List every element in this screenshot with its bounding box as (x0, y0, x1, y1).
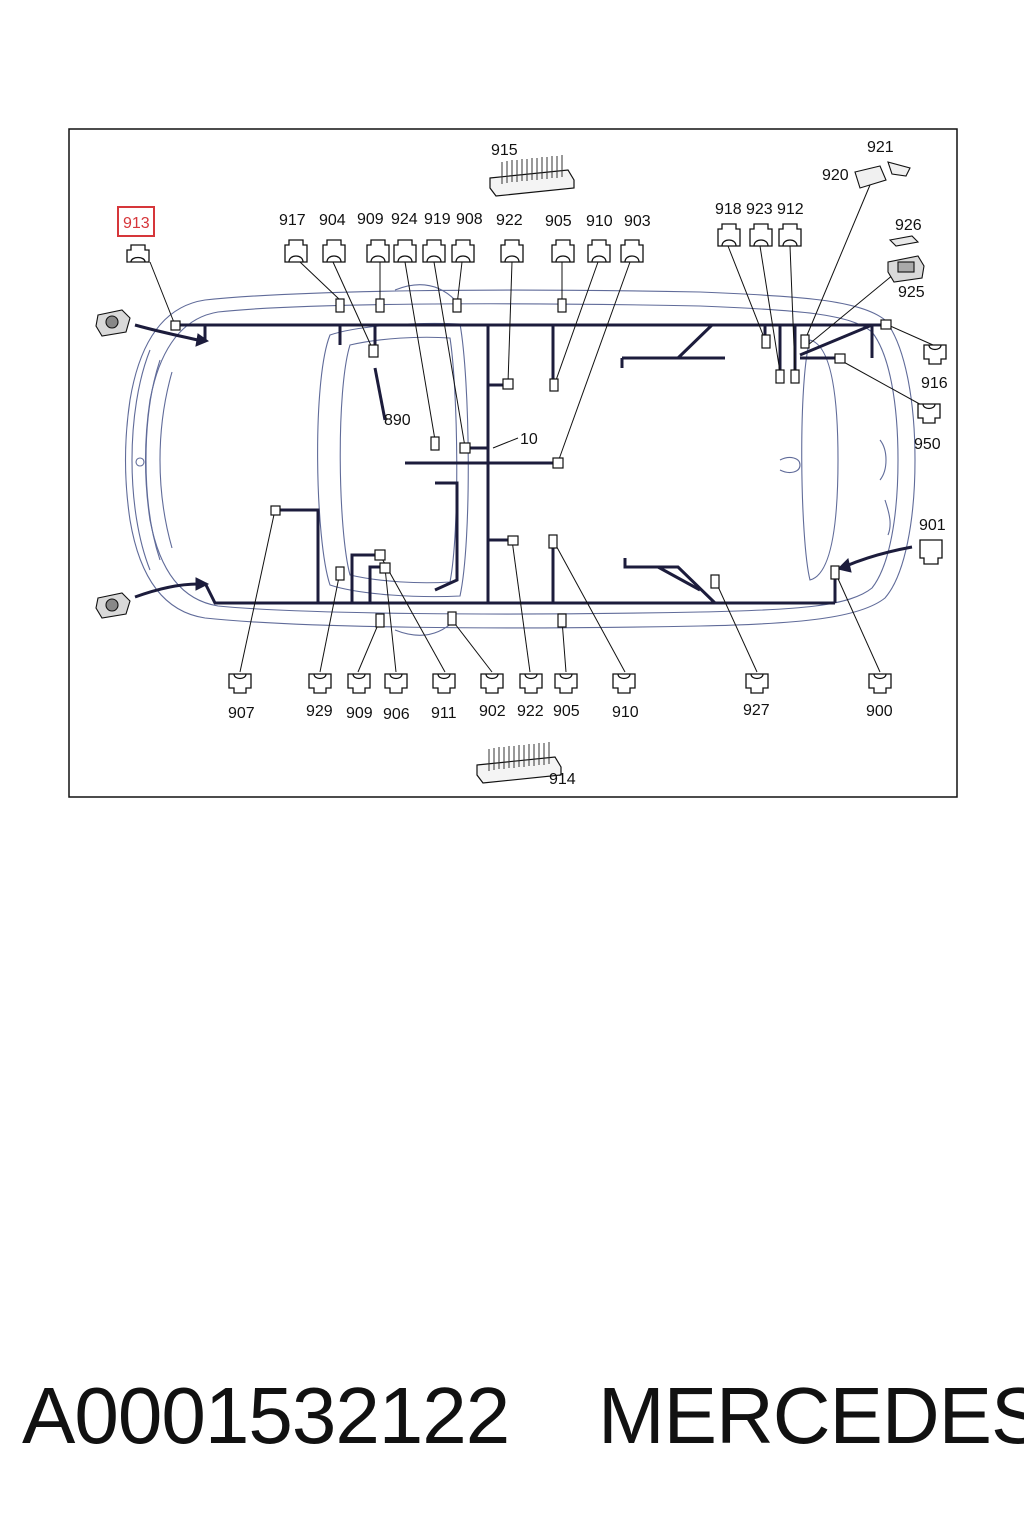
component-920-921 (854, 161, 911, 189)
label-901: 901 (919, 517, 946, 534)
label-903: 903 (624, 213, 651, 230)
component-926 (888, 235, 920, 247)
right-plug-icons (917, 344, 947, 565)
label-925: 925 (898, 284, 925, 301)
footer: A0001532122 MERCEDES (0, 1370, 1024, 1480)
label-900: 900 (866, 703, 893, 720)
label-913: 913 (123, 215, 150, 232)
label-922: 922 (496, 212, 523, 229)
label-905: 905 (545, 213, 572, 230)
label-904: 904 (319, 212, 346, 229)
label-909: 909 (357, 211, 384, 228)
label-922-bottom: 922 (517, 703, 544, 720)
label-929: 929 (306, 703, 333, 720)
label-924: 924 (391, 211, 418, 228)
bottom-plug-icons (228, 673, 892, 694)
label-920: 920 (822, 167, 849, 184)
label-910: 910 (586, 213, 613, 230)
harness-wires (175, 323, 885, 605)
label-919: 919 (424, 211, 451, 228)
sensor-front-left (95, 309, 131, 337)
label-914: 914 (549, 771, 576, 788)
label-915: 915 (491, 142, 518, 159)
connection-points (170, 298, 892, 628)
top-plug-icons (126, 223, 802, 263)
part-number: A0001532122 (22, 1371, 510, 1460)
wiring-harness-diagram: 913 917 904 909 924 919 908 922 905 910 … (68, 128, 958, 798)
top-labels: 913 917 904 909 924 919 908 922 905 910 … (123, 201, 804, 232)
label-10: 10 (520, 431, 538, 448)
label-917: 917 (279, 212, 306, 229)
connector-block-914 (476, 742, 562, 784)
label-927: 927 (743, 702, 770, 719)
label-906: 906 (383, 706, 410, 723)
diagram-frame (68, 128, 958, 798)
label-890: 890 (384, 412, 411, 429)
label-910-bottom: 910 (612, 704, 639, 721)
brand-name: MERCEDES (598, 1371, 1024, 1460)
label-912: 912 (777, 201, 804, 218)
bottom-labels: 907 929 909 906 911 902 922 905 910 927 … (228, 702, 893, 723)
label-926: 926 (895, 217, 922, 234)
sensor-rear-left (95, 592, 131, 619)
connector-block-915 (489, 155, 575, 197)
highlight-box-913 (117, 206, 155, 237)
label-911: 911 (431, 705, 457, 722)
label-905-bottom: 905 (553, 703, 580, 720)
label-923: 923 (746, 201, 773, 218)
leader-lines (149, 184, 934, 673)
label-909-bottom: 909 (346, 705, 373, 722)
label-907: 907 (228, 705, 255, 722)
label-908: 908 (456, 211, 483, 228)
component-925 (887, 255, 925, 283)
car-body-outline (124, 284, 916, 636)
label-950: 950 (914, 436, 941, 453)
label-921: 921 (867, 139, 894, 156)
label-916: 916 (921, 375, 948, 392)
label-918: 918 (715, 201, 742, 218)
label-902: 902 (479, 703, 506, 720)
arrows (134, 323, 913, 599)
side-labels: 915 914 921 920 926 925 916 950 901 890 … (384, 139, 948, 788)
